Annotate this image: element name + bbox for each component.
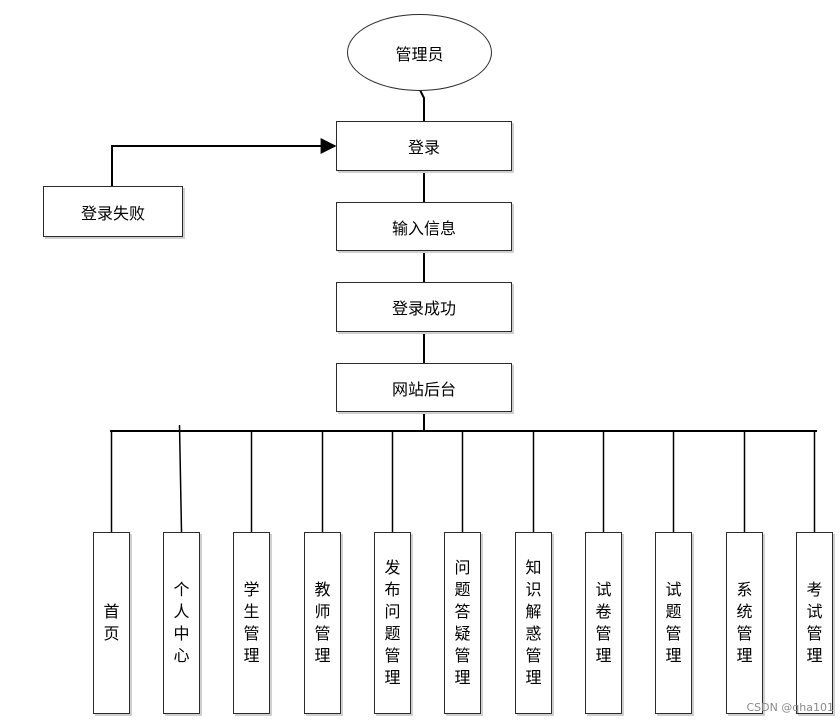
module-question-answer-management: 问题答疑管理 bbox=[444, 532, 481, 714]
module-teacher-management: 教师管理 bbox=[304, 532, 341, 714]
login-fail-label: 登录失败 bbox=[80, 203, 145, 223]
admin-label: 管理员 bbox=[395, 44, 444, 64]
backend-label: 网站后台 bbox=[391, 379, 456, 399]
drop-line bbox=[178, 424, 183, 533]
login-label: 登录 bbox=[407, 138, 440, 157]
module-label: 首页 bbox=[103, 602, 120, 643]
module-exam-paper-management: 试卷管理 bbox=[585, 532, 622, 714]
module-label: 系统管理 bbox=[736, 580, 753, 665]
login-fail-node: 登录失败 bbox=[43, 186, 183, 237]
module-label: 知识解惑管理 bbox=[525, 558, 542, 687]
module-label: 问题答疑管理 bbox=[454, 558, 471, 687]
module-label: 个人中心 bbox=[173, 580, 190, 665]
module-question-bank-management: 试题管理 bbox=[655, 532, 692, 714]
login-success-label: 登录成功 bbox=[391, 299, 456, 318]
module-label: 试题管理 bbox=[665, 580, 682, 665]
module-system-management: 系统管理 bbox=[726, 532, 763, 714]
input-info-label: 输入信息 bbox=[391, 218, 456, 238]
module-label: 试卷管理 bbox=[595, 580, 612, 665]
module-personal-center: 个人中心 bbox=[163, 532, 200, 714]
admin-node: 管理员 bbox=[347, 14, 492, 91]
module-publish-question-management: 发布问题管理 bbox=[374, 532, 411, 714]
module-label: 学生管理 bbox=[243, 580, 260, 665]
login-node: 登录 bbox=[336, 121, 512, 171]
module-label: 发布问题管理 bbox=[384, 558, 401, 687]
module-label: 教师管理 bbox=[314, 580, 331, 665]
login-success-node: 登录成功 bbox=[336, 282, 512, 332]
module-student-management: 学生管理 bbox=[233, 532, 270, 714]
module-home: 首页 bbox=[93, 532, 130, 714]
module-exam-management: 考试管理 bbox=[796, 532, 833, 714]
input-info-node: 输入信息 bbox=[336, 202, 512, 251]
watermark: CSDN @qha101 bbox=[746, 701, 834, 714]
module-label: 考试管理 bbox=[806, 580, 823, 665]
backend-node: 网站后台 bbox=[336, 363, 512, 412]
module-knowledge-management: 知识解惑管理 bbox=[515, 532, 552, 714]
